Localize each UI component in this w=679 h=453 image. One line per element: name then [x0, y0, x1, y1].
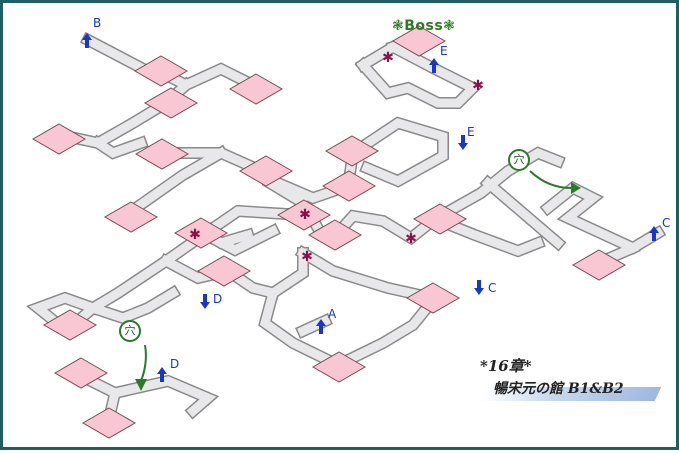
room-tile: [42, 309, 98, 341]
arrow-down-icon: [458, 135, 468, 150]
exit-label-d-left: D: [213, 292, 223, 306]
corridor-floor: [541, 182, 665, 254]
event-marker-icon: ✱: [472, 78, 484, 94]
corridor-floor: [361, 133, 448, 186]
arrow-up-icon: [649, 226, 659, 241]
hole-arrows: [135, 170, 581, 391]
corridor-floor: [428, 147, 564, 226]
corridor-floor: [429, 213, 544, 256]
room-tile: [324, 135, 380, 167]
corridor-floor: [331, 291, 442, 372]
arrow-up-icon: [316, 319, 326, 334]
chapter-title: *16章*: [480, 357, 532, 375]
arrow-head-icon: [135, 379, 147, 391]
room-tile: [405, 282, 461, 314]
corridor-floor: [87, 286, 180, 323]
arrow-down-icon: [200, 294, 210, 309]
event-markers: ✱ ✱ ✱ ✱ ✱ ✱: [189, 50, 484, 265]
dungeon-map: ✱ ✱ ✱ ✱ ✱ ✱: [25, 25, 667, 439]
arrow-head-icon: [571, 182, 581, 194]
corridor-floor: [342, 118, 447, 192]
corridor-floor: [356, 41, 481, 108]
hole-curve-arrow: [529, 170, 572, 189]
room-tile: [31, 123, 87, 155]
corridor-floor: [119, 146, 228, 222]
exit-label-e-top: E: [440, 44, 448, 58]
corridor-floor: [259, 248, 345, 372]
room-tile: [143, 87, 199, 119]
exit-label-a: A: [328, 307, 337, 321]
exit-label-c-right: C: [662, 216, 671, 230]
rooms: [31, 25, 627, 439]
corridor-floor: [91, 136, 147, 158]
corridor-floor: [68, 366, 217, 418]
event-marker-icon: ✱: [299, 207, 311, 223]
exit-label-d-bottom: D: [170, 357, 180, 371]
room-tile: [307, 219, 363, 251]
room-tile: [103, 201, 159, 233]
room-tile: [276, 199, 332, 231]
corridor-floor: [28, 293, 99, 335]
room-tile: [173, 217, 229, 249]
hole-marker-upper: 穴: [508, 149, 530, 171]
room-tile: [81, 407, 137, 439]
hole-curve-arrow: [140, 344, 147, 382]
corridor-floor: [328, 211, 442, 244]
arrow-down-icon: [474, 280, 484, 295]
area-name: 暢宋元の館 B1&B2: [493, 381, 624, 397]
exit-label-e-right: E: [467, 125, 475, 139]
boss-label: ❃Boss❃: [392, 18, 456, 34]
arrow-up-icon: [157, 367, 167, 382]
arrow-up-icon: [82, 33, 92, 48]
hole-marker-lower: 穴: [119, 320, 141, 342]
room-tile: [321, 170, 377, 202]
arrow-up-icon: [429, 58, 439, 73]
event-marker-icon: ✱: [382, 50, 394, 66]
exit-arrows: [82, 33, 659, 382]
room-tile: [134, 138, 190, 170]
room-tile: [238, 155, 294, 187]
room-tile: [311, 351, 367, 383]
room-tile: [133, 55, 189, 87]
corridor-floor: [481, 176, 565, 250]
room-tile: [391, 25, 447, 57]
room-tile: [53, 357, 109, 389]
exit-label-c-mid: C: [488, 281, 497, 295]
exit-label-b: B: [93, 16, 102, 30]
event-marker-icon: ✱: [405, 231, 417, 247]
room-tile: [571, 249, 627, 281]
room-tile: [196, 255, 252, 287]
event-marker-icon: ✱: [301, 249, 313, 265]
corridor-floor: [296, 246, 439, 304]
room-tile: [412, 203, 468, 235]
event-marker-icon: ✱: [189, 227, 201, 243]
room-tile: [228, 73, 284, 105]
